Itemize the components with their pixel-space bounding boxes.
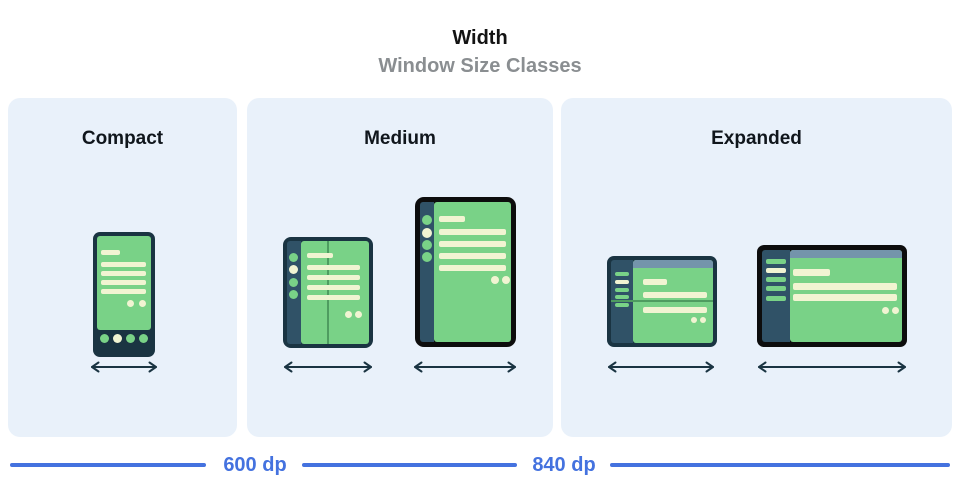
width-arrow-icon bbox=[608, 361, 714, 373]
action-dot bbox=[139, 300, 146, 307]
action-dot bbox=[892, 307, 899, 314]
text-line bbox=[307, 285, 360, 290]
nav-dot bbox=[126, 334, 135, 343]
text-line bbox=[307, 295, 360, 300]
panel-expanded-title: Expanded bbox=[711, 128, 802, 149]
menu-line bbox=[615, 295, 629, 299]
phone-screen bbox=[97, 236, 151, 330]
rail-dot bbox=[422, 240, 432, 250]
action-dot bbox=[882, 307, 889, 314]
text-line bbox=[643, 292, 707, 298]
menu-line bbox=[766, 286, 786, 291]
panel-medium: Medium bbox=[247, 98, 553, 437]
fold-line bbox=[611, 300, 713, 302]
page-title: Width bbox=[452, 27, 508, 49]
rail-dot bbox=[422, 252, 432, 262]
nav-dot bbox=[139, 334, 148, 343]
menu-line bbox=[615, 272, 629, 276]
ruler-segment bbox=[610, 463, 950, 467]
breakpoint-label-600dp: 600 dp bbox=[223, 454, 287, 476]
text-line bbox=[101, 289, 146, 294]
menu-line bbox=[766, 296, 786, 301]
action-dot bbox=[491, 276, 499, 284]
app-header-strip bbox=[790, 250, 902, 258]
menu-line bbox=[766, 277, 786, 282]
menu-line bbox=[766, 268, 786, 273]
action-dot bbox=[355, 311, 362, 318]
width-arrow-icon bbox=[91, 361, 157, 373]
rail-dot bbox=[422, 215, 432, 225]
text-line bbox=[101, 262, 146, 267]
breakpoint-label-840dp: 840 dp bbox=[532, 454, 596, 476]
width-arrow-icon bbox=[414, 361, 516, 373]
rail-dot bbox=[289, 265, 298, 274]
page-subtitle: Window Size Classes bbox=[378, 55, 582, 77]
action-dot bbox=[127, 300, 134, 307]
app-header-strip bbox=[633, 260, 713, 268]
text-line bbox=[643, 307, 707, 313]
diagram-header: Width Window Size Classes bbox=[0, 24, 960, 80]
sidebar-rail bbox=[420, 202, 434, 342]
rail-dot bbox=[289, 278, 298, 287]
action-dot bbox=[691, 317, 697, 323]
panel-compact-title: Compact bbox=[81, 128, 164, 149]
action-dot bbox=[502, 276, 510, 284]
text-line bbox=[101, 280, 146, 285]
menu-line bbox=[615, 288, 629, 292]
text-line bbox=[307, 275, 360, 280]
action-dot bbox=[345, 311, 352, 318]
text-line bbox=[439, 265, 506, 271]
ruler-segment bbox=[10, 463, 206, 467]
tablet-portrait-illustration bbox=[415, 197, 516, 347]
foldable-portrait-illustration bbox=[283, 237, 373, 348]
menu-line bbox=[766, 259, 786, 264]
tablet-screen bbox=[434, 202, 511, 342]
text-line bbox=[101, 250, 120, 255]
rail-dot bbox=[422, 228, 432, 238]
text-line bbox=[439, 241, 506, 247]
text-line bbox=[793, 269, 830, 276]
sidebar-rail bbox=[762, 250, 790, 342]
action-dot bbox=[700, 317, 706, 323]
nav-dot bbox=[113, 334, 122, 343]
text-line bbox=[793, 283, 897, 290]
text-line bbox=[439, 229, 506, 235]
panel-compact: Compact bbox=[8, 98, 237, 437]
menu-line bbox=[615, 303, 629, 307]
tablet-landscape-illustration bbox=[757, 245, 907, 347]
nav-dot bbox=[100, 334, 109, 343]
text-line bbox=[439, 216, 465, 222]
rail-dot bbox=[289, 253, 298, 262]
foldable-landscape-illustration bbox=[607, 256, 717, 347]
menu-line bbox=[615, 280, 629, 284]
foldable-screen bbox=[301, 241, 369, 344]
fold-line bbox=[327, 241, 329, 344]
text-line bbox=[101, 271, 146, 276]
ruler-segment bbox=[302, 463, 517, 467]
rail-dot bbox=[289, 290, 298, 299]
text-line bbox=[439, 253, 506, 259]
phone-illustration bbox=[93, 232, 155, 357]
panel-medium-title: Medium bbox=[364, 128, 436, 149]
text-line bbox=[793, 294, 897, 301]
text-line bbox=[307, 265, 360, 270]
content-area bbox=[790, 250, 902, 342]
text-line bbox=[307, 253, 333, 258]
text-line bbox=[643, 279, 667, 285]
sidebar-rail bbox=[287, 241, 301, 344]
width-arrow-icon bbox=[284, 361, 372, 373]
panel-expanded: Expanded bbox=[561, 98, 952, 437]
width-arrow-icon bbox=[758, 361, 906, 373]
